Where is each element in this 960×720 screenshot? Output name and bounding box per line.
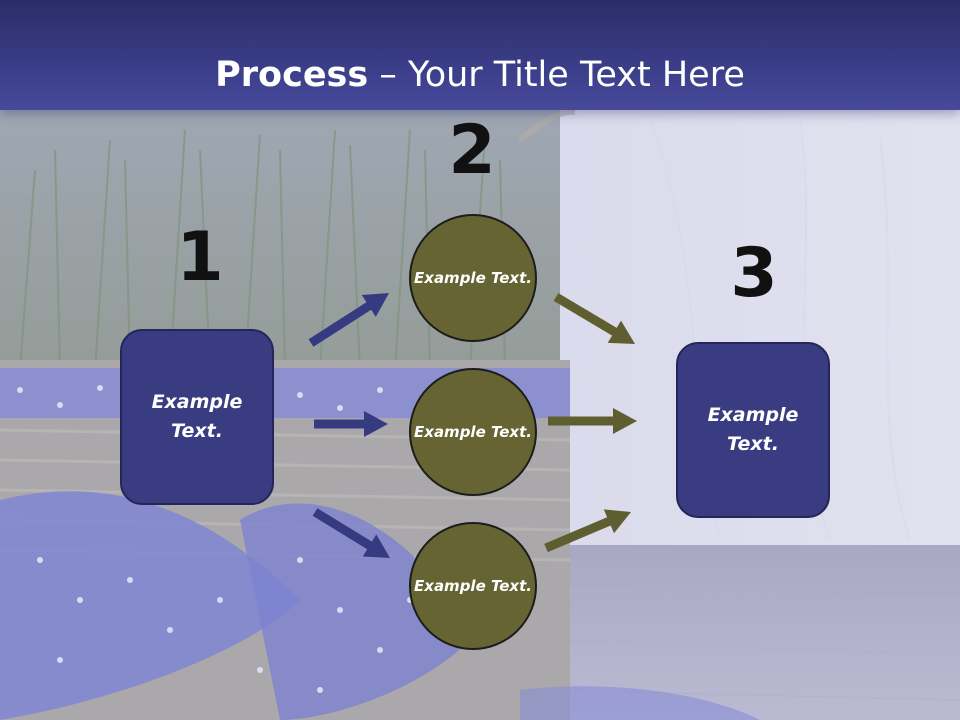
- process-node-top: Example Text.: [409, 214, 537, 342]
- title-bar: [0, 0, 960, 110]
- process-node-bottom: Example Text.: [409, 522, 537, 650]
- step-1-box: Example Text.: [120, 329, 274, 505]
- process-node-middle: Example Text.: [409, 368, 537, 496]
- title-rest: – Your Title Text Here: [368, 55, 745, 95]
- step-number-1: 1: [176, 218, 224, 297]
- slide-title: Process – Your Title Text Here: [0, 52, 960, 98]
- step-number-3: 3: [730, 234, 778, 313]
- step-number-2: 2: [448, 111, 496, 190]
- title-bold: Process: [215, 55, 369, 95]
- step-3-box: Example Text.: [676, 342, 830, 518]
